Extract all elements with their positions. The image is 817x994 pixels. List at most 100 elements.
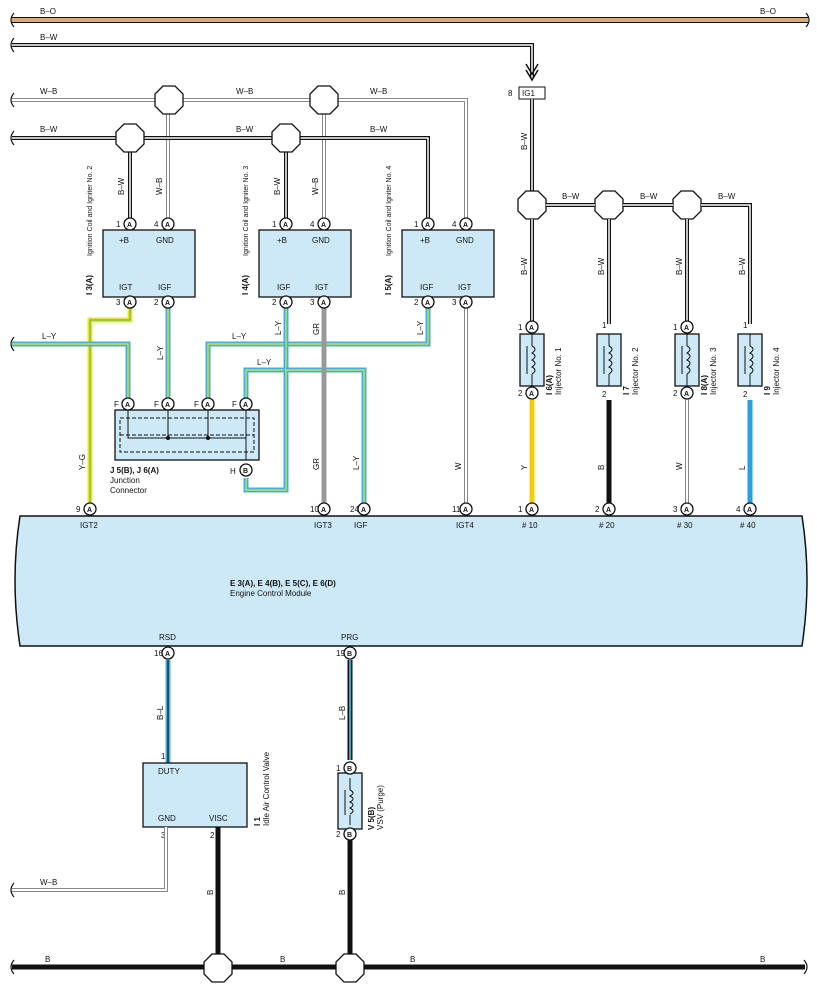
pin-number: 11 [452,505,461,514]
ecm-pin-bottom: B19 [336,646,357,660]
wire-wb-top [12,98,468,222]
injector-id: I 7 [622,386,631,395]
splice-4 [271,123,301,153]
coil2-plusb: +B [119,236,129,245]
wire-label-bw-iv2: B–W [597,257,606,275]
pin-number: 3 [673,505,678,514]
wire-label-b-g4: B [760,955,765,964]
splice-ground-2 [335,953,365,983]
ecm-pin-label: PRG [341,633,358,642]
wire-label-bw-i2: B–W [640,192,658,201]
coil2-gnd: GND [156,236,174,245]
ecm-pin-label: IGT3 [314,521,332,530]
pin-number: 4 [310,220,315,229]
ecm-id: E 3(A), E 4(B), E 5(C), E 6(D) [230,579,336,588]
vsv-pin2: 2 [336,830,341,839]
ecm-pin-bottom: A16 [154,646,175,660]
coil-pin-bottom-1: A3 [116,295,137,309]
wire-label-bw-v1: B–W [117,177,126,195]
wire-ly [12,308,431,504]
pin-number: 2 [272,298,277,307]
wire-label-ly-7: L–Y [352,455,361,470]
vsv-name: VSV (Purge) [376,785,385,830]
ecm-pin-label: RSD [159,633,176,642]
pin-letter: A [606,507,611,514]
wire-bo-top: B–O B–O [12,7,808,23]
pin-letter: A [425,222,430,229]
coil4-igf: IGF [420,283,433,292]
pin-letter: A [321,300,326,307]
pin-letter: A [125,402,130,409]
wire-label-lb: L–B [338,706,347,720]
coil-name-labels: Ignition Coil and Igniter No. 2 Ignition… [87,166,393,256]
ecm-name: Engine Control Module [230,589,312,598]
junction-h: H [230,467,236,476]
wire-label-bo-left: B–O [40,7,56,16]
pin-letter: A [165,300,170,307]
iacv-id: I 1 [253,817,262,826]
wire-yg [87,308,133,504]
splice-7 [672,190,702,220]
pin-letter: A [165,651,170,658]
junction-pin-f: A [121,397,135,411]
coil4-name-text: Ignition Coil and Igniter No. 4 [386,166,393,256]
ig1-label: IG1 [522,89,535,98]
junction-name2: Connector [110,486,147,495]
pin-letter: A [283,222,288,229]
ecm-pin-label: # 30 [677,521,693,530]
pin-letter: A [205,402,210,409]
pin-number: 1 [673,323,678,332]
pin-letter: A [529,325,534,332]
injector: I 8(A)Injector No. 3 [674,333,718,395]
pin-number: 4 [452,220,457,229]
pin-number: 2 [414,298,419,307]
pin-letter: A [127,300,132,307]
ecm-pin-top: A2 [595,502,616,516]
coil3-id: I 4(A) [241,275,250,295]
wire-label-yg: Y–G [78,454,87,470]
pin-number: 9 [76,505,81,514]
wire-label-b-g3: B [410,955,415,964]
junction-f3: F [194,400,199,409]
splice-6 [594,190,624,220]
pin-letter: A [463,222,468,229]
coil2-igf: IGF [158,283,171,292]
injector-pin-1: A1 [518,320,539,334]
junction-pin-f: A [239,397,253,411]
pin-letter: B [347,766,352,773]
coil-pin-bottom-1: A2 [414,295,435,309]
injector-pin-2: 2 [743,390,748,399]
pin-number: 1 [116,220,121,229]
pin-letter: A [463,507,468,514]
injector-name: Injector No. 1 [554,347,563,395]
coil-pin-bottom-2: A3 [310,295,331,309]
coil-pin-top-1: A1 [116,217,137,231]
pin-letter: A [87,507,92,514]
junction-pin-f: A [161,397,175,411]
ig1-connector: IG1 8 [508,86,546,100]
wire-label-wb-v2: W–B [311,178,320,195]
wire-label-wb-iacv: W–B [40,878,57,887]
wire-label-bw-c2: B–W [236,125,254,134]
ig1-pin: 8 [508,89,513,98]
pin-letter: A [165,402,170,409]
injector-pin-2: 2 [602,390,607,399]
coil4-plusb: +B [420,236,430,245]
coil3-gnd: GND [312,236,330,245]
pin-letter: A [747,507,752,514]
pin-letter: B [243,468,248,475]
wire-label-y: Y [520,464,529,470]
wire-label-bw-top: B–W [40,33,58,42]
injector-pin-1: 1 [743,321,748,330]
junction-connector: J 5(B), J 6(A) Junction Connector F F F … [110,400,260,495]
injector-pin-2: A2 [518,386,539,400]
wire-injector-signals [529,400,753,504]
pin-number: 2 [518,389,523,398]
vsv-id: V 5(B) [367,807,376,830]
coil-pin-bottom-2: A3 [452,295,473,309]
wire-label-bw-v2: B–W [273,177,282,195]
wire-label-b-vsv: B [338,890,347,895]
